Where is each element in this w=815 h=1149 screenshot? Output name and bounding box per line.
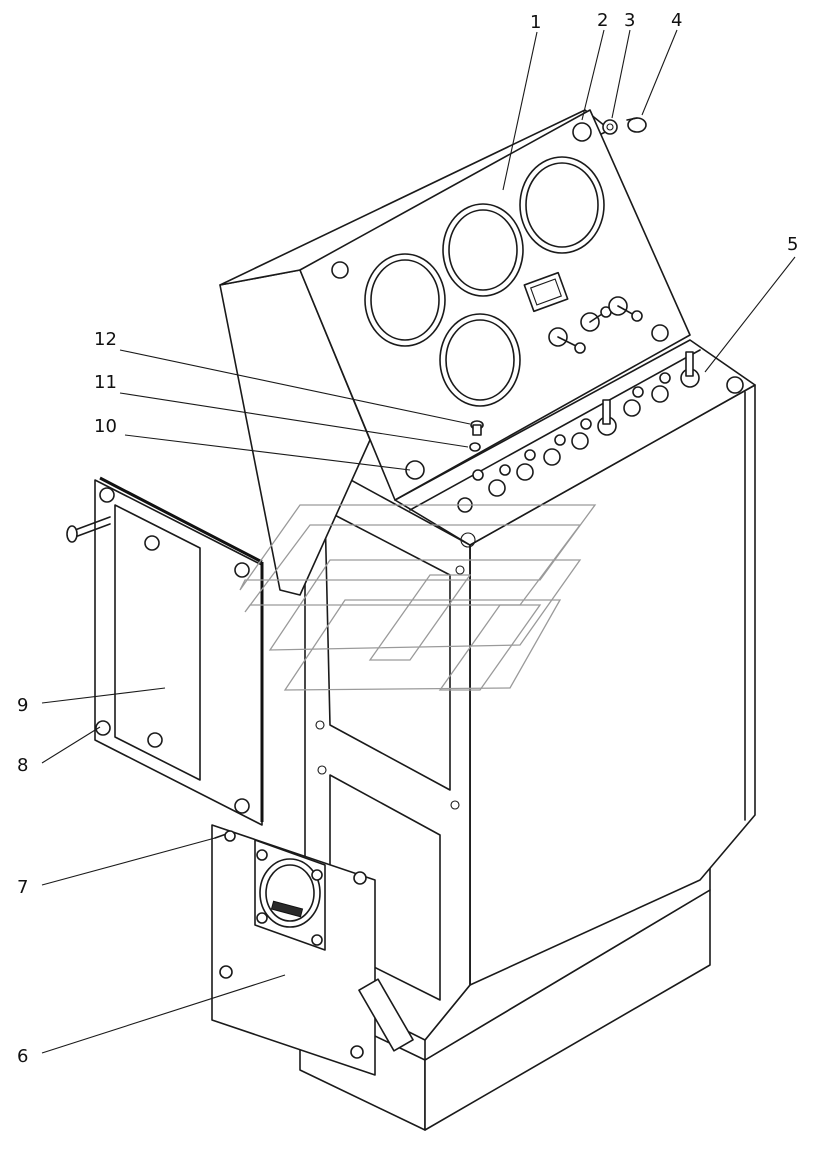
callout-9: 9 <box>17 695 28 716</box>
callout-5: 5 <box>787 234 798 255</box>
screw <box>214 830 236 842</box>
gauge-top-right <box>519 156 605 254</box>
housing-toggle-switches <box>548 296 643 354</box>
leader-lines <box>41 29 796 1054</box>
callout-6: 6 <box>17 1046 28 1067</box>
callout-1: 1 <box>530 12 541 33</box>
gauge-cluster <box>364 156 605 407</box>
callout-2: 2 <box>597 10 608 31</box>
callout-11: 11 <box>94 372 117 393</box>
screw <box>626 117 647 133</box>
toggle-switch <box>548 327 586 354</box>
callout-labels: 1 2 3 4 5 6 7 8 9 10 11 12 <box>17 10 798 1067</box>
washer <box>602 119 618 135</box>
callout-7: 7 <box>17 877 28 898</box>
screw <box>470 420 484 436</box>
bolt <box>66 516 111 543</box>
toggle-switch <box>680 351 700 388</box>
toggle-switch <box>608 296 643 322</box>
callout-12: 12 <box>94 329 117 350</box>
callout-4: 4 <box>671 10 682 31</box>
callout-3: 3 <box>624 10 635 31</box>
connector-plate-assembly <box>211 824 414 1076</box>
gauge-left <box>364 253 446 347</box>
watermark-logo <box>239 504 597 691</box>
gauge-top-middle <box>442 203 524 297</box>
gauge-bottom <box>439 313 521 407</box>
callout-8: 8 <box>17 755 28 776</box>
strip-switch-row <box>457 351 744 513</box>
callout-10: 10 <box>94 416 117 437</box>
fastener-parts <box>469 117 647 452</box>
toggle-switch <box>597 399 617 436</box>
toggle-switch <box>580 306 612 332</box>
cover-plate-assembly <box>66 476 264 826</box>
